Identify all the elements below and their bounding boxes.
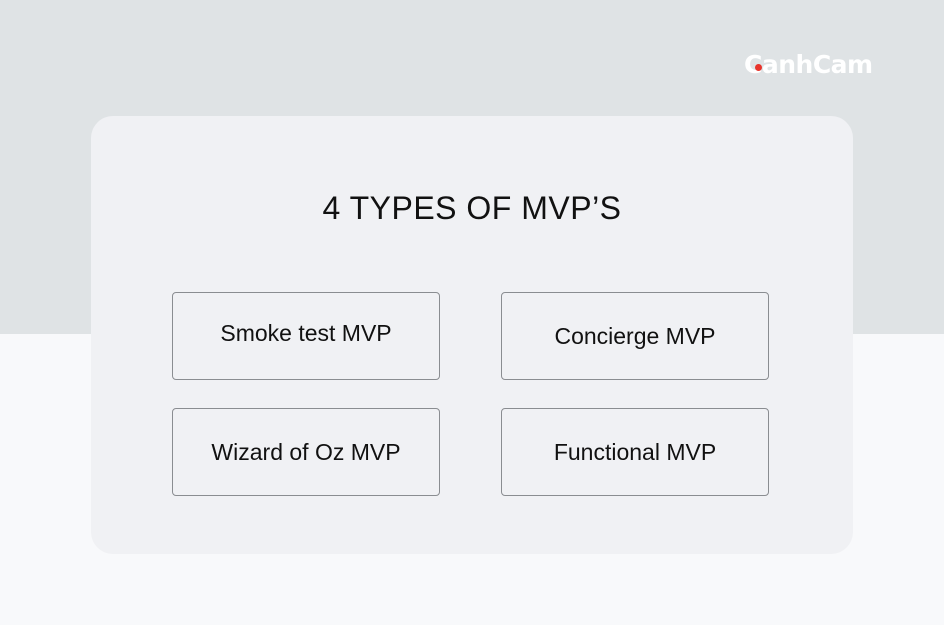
mvp-type-label: Wizard of Oz MVP [211, 438, 401, 465]
logo-text-rest: anhCam [761, 49, 873, 79]
mvp-type-label: Functional MVP [553, 438, 717, 465]
logo-letter-c: C [744, 50, 762, 79]
mvp-type-label: Smoke test MVP [220, 319, 392, 346]
canhcam-logo: C anhCam [744, 48, 873, 80]
logo-red-dot-icon [755, 63, 762, 71]
mvp-type-label: Concierge MVP [554, 322, 716, 349]
mvp-type-box: Wizard of Oz MVP [172, 408, 440, 496]
mvp-type-box: Smoke test MVP [172, 292, 440, 380]
mvp-type-box: Concierge MVP [501, 292, 769, 380]
page-title: 4 TYPES OF MVP’S [322, 190, 622, 226]
mvp-type-box: Functional MVP [501, 408, 769, 496]
logo-text-first: C [744, 49, 762, 79]
